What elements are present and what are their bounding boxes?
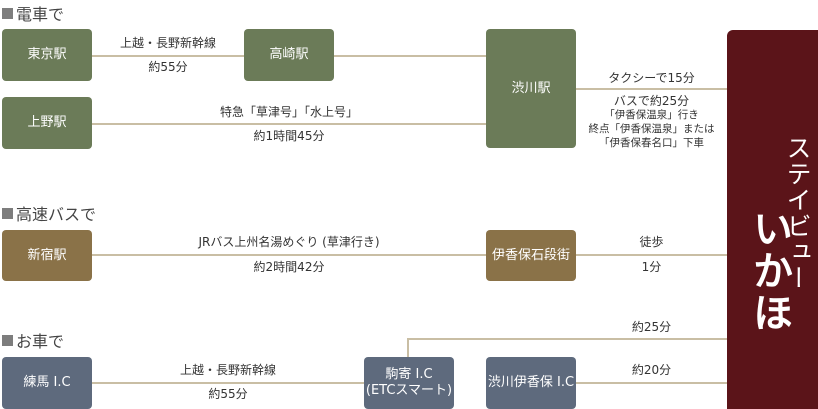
ic-shibukawa-ikaho: 渋川伊香保 I.C [486, 357, 576, 409]
route-time-label: 約25分 [631, 320, 672, 334]
ic-komayose: 駒寄 I.C (ETCスマート) [364, 357, 454, 409]
route-time-label: 約55分 [148, 60, 188, 74]
route-taxi-label: タクシーで15分 [608, 71, 695, 85]
line-nerima-komayose [92, 382, 364, 384]
route-time-label: 約20分 [631, 363, 672, 377]
section-car-heading: お車で [2, 328, 64, 352]
route-time-label: 約2時間42分 [253, 260, 325, 274]
line-shibukawa-destination [576, 88, 727, 90]
route-time-label: 約1時間45分 [253, 129, 325, 143]
route-line-label: 上越・長野新幹線 [179, 363, 276, 377]
ic-nerima: 練馬 I.C [2, 357, 92, 409]
destination-box: ステイビュー いかほ [727, 30, 818, 409]
line-ueno-shibukawa [92, 123, 486, 125]
station-tokyo: 東京駅 [2, 29, 92, 81]
route-walk-label: 徒歩 [639, 235, 664, 249]
route-line-label: 上越・長野新幹線 [119, 36, 216, 50]
section-train-heading: 電車で [2, 1, 64, 25]
line-shibukawaikaho-destination [576, 382, 727, 384]
station-ueno: 上野駅 [2, 97, 92, 149]
station-shibukawa: 渋川駅 [486, 29, 576, 148]
line-tokyo-takasaki [92, 55, 244, 57]
square-bullet-icon [2, 207, 13, 219]
line-shinjuku-ishidan [92, 254, 486, 256]
route-time-label: 1分 [641, 260, 662, 274]
route-bus-detail: 「伊香保温泉」行き [604, 109, 699, 121]
route-time-label: 約55分 [208, 387, 248, 401]
section-bus-label: 高速バスで [16, 205, 97, 224]
line-komayose-destination [407, 338, 727, 340]
destination-line2: いかほ [746, 208, 792, 334]
destination-line1: ステイビュー [783, 135, 812, 291]
section-bus-heading: 高速バスで [2, 201, 96, 225]
square-bullet-icon [2, 334, 13, 346]
line-takasaki-shibukawa [334, 55, 486, 57]
route-bus-detail: 終点「伊香保温泉」または [588, 123, 715, 135]
square-bullet-icon [2, 7, 13, 19]
route-line-label: JRバス上州名湯めぐり (草津行き) [198, 235, 380, 249]
stop-ikaho-ishidan: 伊香保石段街 [486, 230, 576, 281]
station-takasaki: 高崎駅 [244, 29, 334, 81]
route-bus-label: バスで約25分 [613, 94, 690, 108]
route-bus-detail: 「伊香保春名口」下車 [599, 137, 704, 149]
line-ishidan-destination [576, 254, 727, 256]
station-shinjuku: 新宿駅 [2, 230, 92, 281]
route-line-label: 特急「草津号」「水上号」 [219, 105, 358, 119]
section-train-label: 電車で [16, 5, 65, 24]
section-car-label: お車で [16, 332, 65, 351]
line-komayose-up [407, 338, 409, 358]
